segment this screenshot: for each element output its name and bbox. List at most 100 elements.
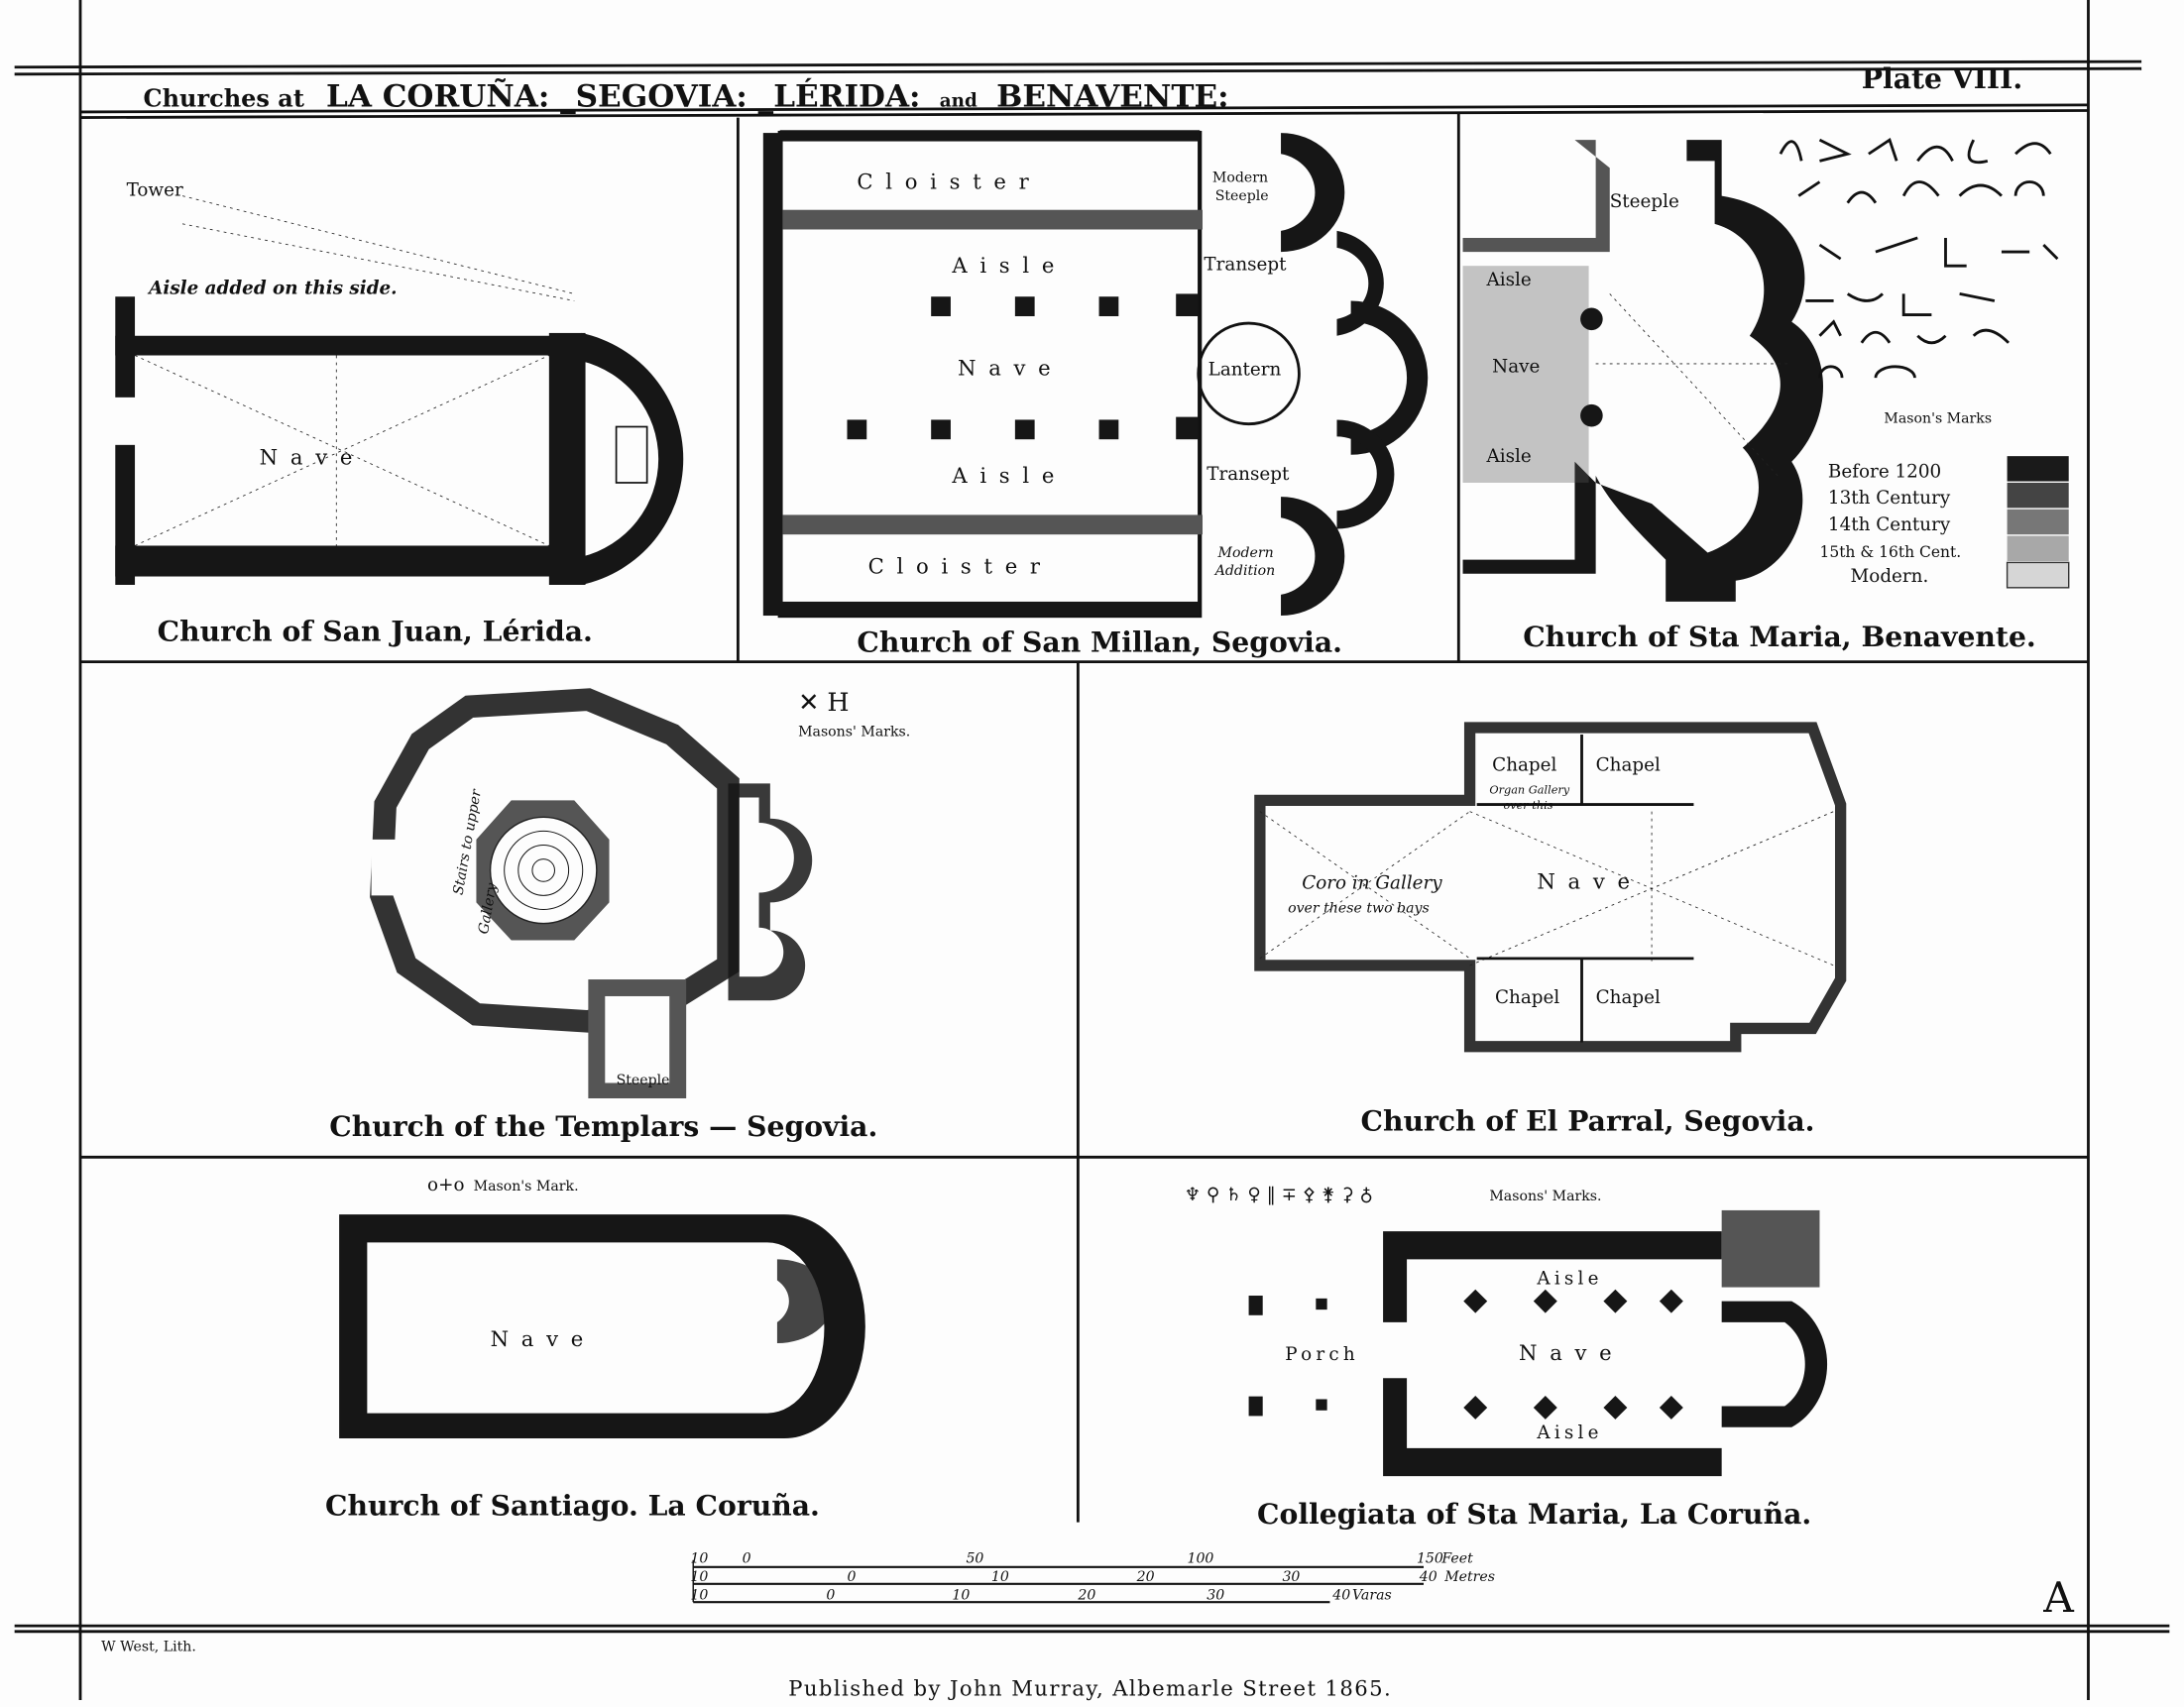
label-masons-mark: Mason's Mark.: [474, 1179, 579, 1195]
caption-el-parral: Church of El Parral, Segovia.: [1361, 1104, 1815, 1137]
legend-item: Modern.: [1851, 561, 2070, 589]
caption-santiago: Church of Santiago. La Coruña.: [325, 1490, 820, 1523]
masons-marks-glyphs: [1779, 137, 2059, 379]
svg-text:13th Century: 13th Century: [1828, 488, 1951, 509]
masons-marks-glyphs: ✕ H: [798, 687, 850, 717]
label-coro-bays: over these two bays: [1288, 900, 1430, 916]
label-modern-steeple: Modern: [1212, 170, 1268, 185]
label-aisle-top: Aisle: [1536, 1269, 1602, 1290]
scale-feet-tick: 0: [743, 1551, 751, 1567]
scale-feet-tick: 10: [690, 1551, 708, 1567]
label-modern-steeple-2: Steeple: [1215, 188, 1269, 204]
legend-swatch: [2007, 535, 2069, 562]
label-nave: Nave: [1537, 868, 1642, 893]
legend: Before 1200 13th Century 14th Century 15…: [1819, 456, 2070, 589]
scale-metres-tick: 10: [991, 1569, 1009, 1585]
legend-swatch: [2006, 561, 2070, 589]
plate-title: Churches at LA CORUÑA: _SEGOVIA: _LÉRIDA…: [144, 76, 1229, 114]
legend-item: Before 1200: [1828, 456, 2069, 482]
plate-number: Plate VIII.: [1862, 62, 2022, 95]
label-organ-gallery: Organ Gallery: [1489, 783, 1569, 796]
label-masons-marks: Masons' Marks.: [1489, 1189, 1601, 1204]
label-chapel-1: Chapel: [1492, 755, 1556, 776]
label-chapel-4: Chapel: [1596, 987, 1661, 1008]
scale-bars: 10 0 50 100 150 Feet 10 0 10 20 30 40 Me…: [690, 1551, 1495, 1604]
label-cloister-bottom: Cloister: [868, 554, 1053, 579]
caption-collegiata: Collegiata of Sta Maria, La Coruña.: [1257, 1498, 1811, 1531]
plan-el-parral: Chapel Chapel Organ Gallery over this Co…: [1254, 722, 1847, 1137]
label-masons-marks: Masons' Marks.: [798, 724, 910, 740]
label-coro: Coro in Gallery: [1302, 872, 1442, 893]
legend-swatch: [2007, 482, 2069, 509]
scale-varas-tick: 10: [952, 1587, 970, 1603]
plan-benavente: Steeple Aisle Nave Aisle Mason's Marks B…: [1462, 137, 2070, 653]
label-aisle-top: Aisle: [1486, 270, 1532, 290]
label-aisle-note: Aisle added on this side.: [147, 278, 397, 298]
scale-feet-tick: 50: [966, 1551, 983, 1567]
scale-varas-tick: 40: [1331, 1587, 1350, 1603]
monogram: A: [2042, 1573, 2074, 1622]
legend-item: 15th & 16th Cent.: [1819, 535, 2069, 562]
label-aisle-bottom: Aisle: [1536, 1422, 1602, 1443]
scale-metres-tick: 10: [690, 1569, 708, 1585]
label-steeple: Steeple: [1610, 191, 1679, 212]
scale-varas-tick: 0: [826, 1587, 835, 1603]
scale-metres-tick: 30: [1282, 1569, 1300, 1585]
label-masons-marks: Mason's Marks: [1884, 410, 1992, 426]
scale-metres-tick: 0: [847, 1569, 856, 1585]
label-aisle-bottom: Aisle: [951, 463, 1067, 488]
mason-mark-glyph: o+o: [427, 1175, 464, 1195]
svg-text:Modern.: Modern.: [1851, 566, 1929, 587]
caption-san-millan: Church of San Millan, Segovia.: [857, 626, 1342, 659]
label-steeple: Steeple: [617, 1073, 670, 1088]
scale-feet-tick: 150: [1417, 1551, 1443, 1567]
svg-text:Before 1200: Before 1200: [1828, 461, 1941, 482]
label-cloister-top: Cloister: [857, 170, 1041, 194]
scale-varas-tick: 30: [1207, 1587, 1224, 1603]
label-nave: Nave: [1519, 1340, 1624, 1365]
legend-item: 13th Century: [1828, 482, 2069, 509]
masons-marks-glyphs: ♆ ⚲ ♄ ♀ ‖ ∓ ⚴ ⚵ ⚳ ♁: [1185, 1185, 1373, 1205]
plan-san-millan: Cloister Modern Steeple Aisle Transept N…: [762, 130, 1429, 659]
label-organ-over: over this: [1503, 799, 1552, 812]
lithographer-credit: W West, Lith.: [101, 1640, 196, 1655]
label-nave: Nave: [491, 1326, 596, 1351]
scale-feet-unit: Feet: [1440, 1551, 1473, 1567]
scale-varas-tick: 10: [690, 1587, 708, 1603]
plate-frame: [14, 0, 2170, 1700]
label-nave: Nave: [1492, 356, 1540, 377]
label-chapel-3: Chapel: [1495, 987, 1559, 1008]
plan-santiago: o+o Mason's Mark. Nave Church of Santiag…: [325, 1175, 865, 1523]
plan-collegiata: ♆ ⚲ ♄ ♀ ‖ ∓ ⚴ ⚵ ⚳ ♁ Masons' Marks. Aisle…: [1185, 1185, 1828, 1531]
label-porch: Porch: [1285, 1344, 1359, 1365]
legend-item: 14th Century: [1828, 509, 2069, 535]
scale-varas-unit: Varas: [1352, 1587, 1392, 1603]
label-modern-addition-2: Addition: [1213, 563, 1276, 579]
scale-varas-tick: 20: [1077, 1587, 1095, 1603]
legend-swatch: [2007, 456, 2069, 482]
label-transept-top: Transept: [1204, 254, 1287, 275]
legend-swatch: [2007, 509, 2069, 535]
label-lantern: Lantern: [1208, 359, 1282, 380]
label-transept-bottom: Transept: [1207, 464, 1290, 485]
plan-san-juan: Tower Aisle added on this side. Nave Chu…: [115, 180, 684, 647]
scale-metres-unit: Metres: [1443, 1569, 1495, 1585]
label-aisle-bottom: Aisle: [1486, 446, 1532, 467]
caption-benavente: Church of Sta Maria, Benavente.: [1523, 621, 2036, 653]
publisher-line: Published by John Murray, Albemarle Stre…: [788, 1676, 1392, 1701]
scale-metres-tick: 20: [1136, 1569, 1155, 1585]
caption-templars: Church of the Templars — Segovia.: [329, 1110, 877, 1143]
scale-metres-tick: 40: [1419, 1569, 1437, 1585]
svg-text:15th & 16th Cent.: 15th & 16th Cent.: [1819, 543, 1961, 561]
plan-templars: ✕ H Masons' Marks. Stairs to upper Galle…: [329, 687, 910, 1143]
svg-text:14th Century: 14th Century: [1828, 514, 1951, 535]
label-nave: Nave: [958, 355, 1063, 380]
scale-feet-tick: 100: [1187, 1551, 1213, 1567]
label-nave: Nave: [260, 445, 365, 470]
label-chapel-2: Chapel: [1596, 755, 1661, 776]
label-aisle-top: Aisle: [951, 253, 1067, 278]
label-modern-addition: Modern: [1217, 545, 1274, 561]
label-tower: Tower: [127, 180, 183, 201]
